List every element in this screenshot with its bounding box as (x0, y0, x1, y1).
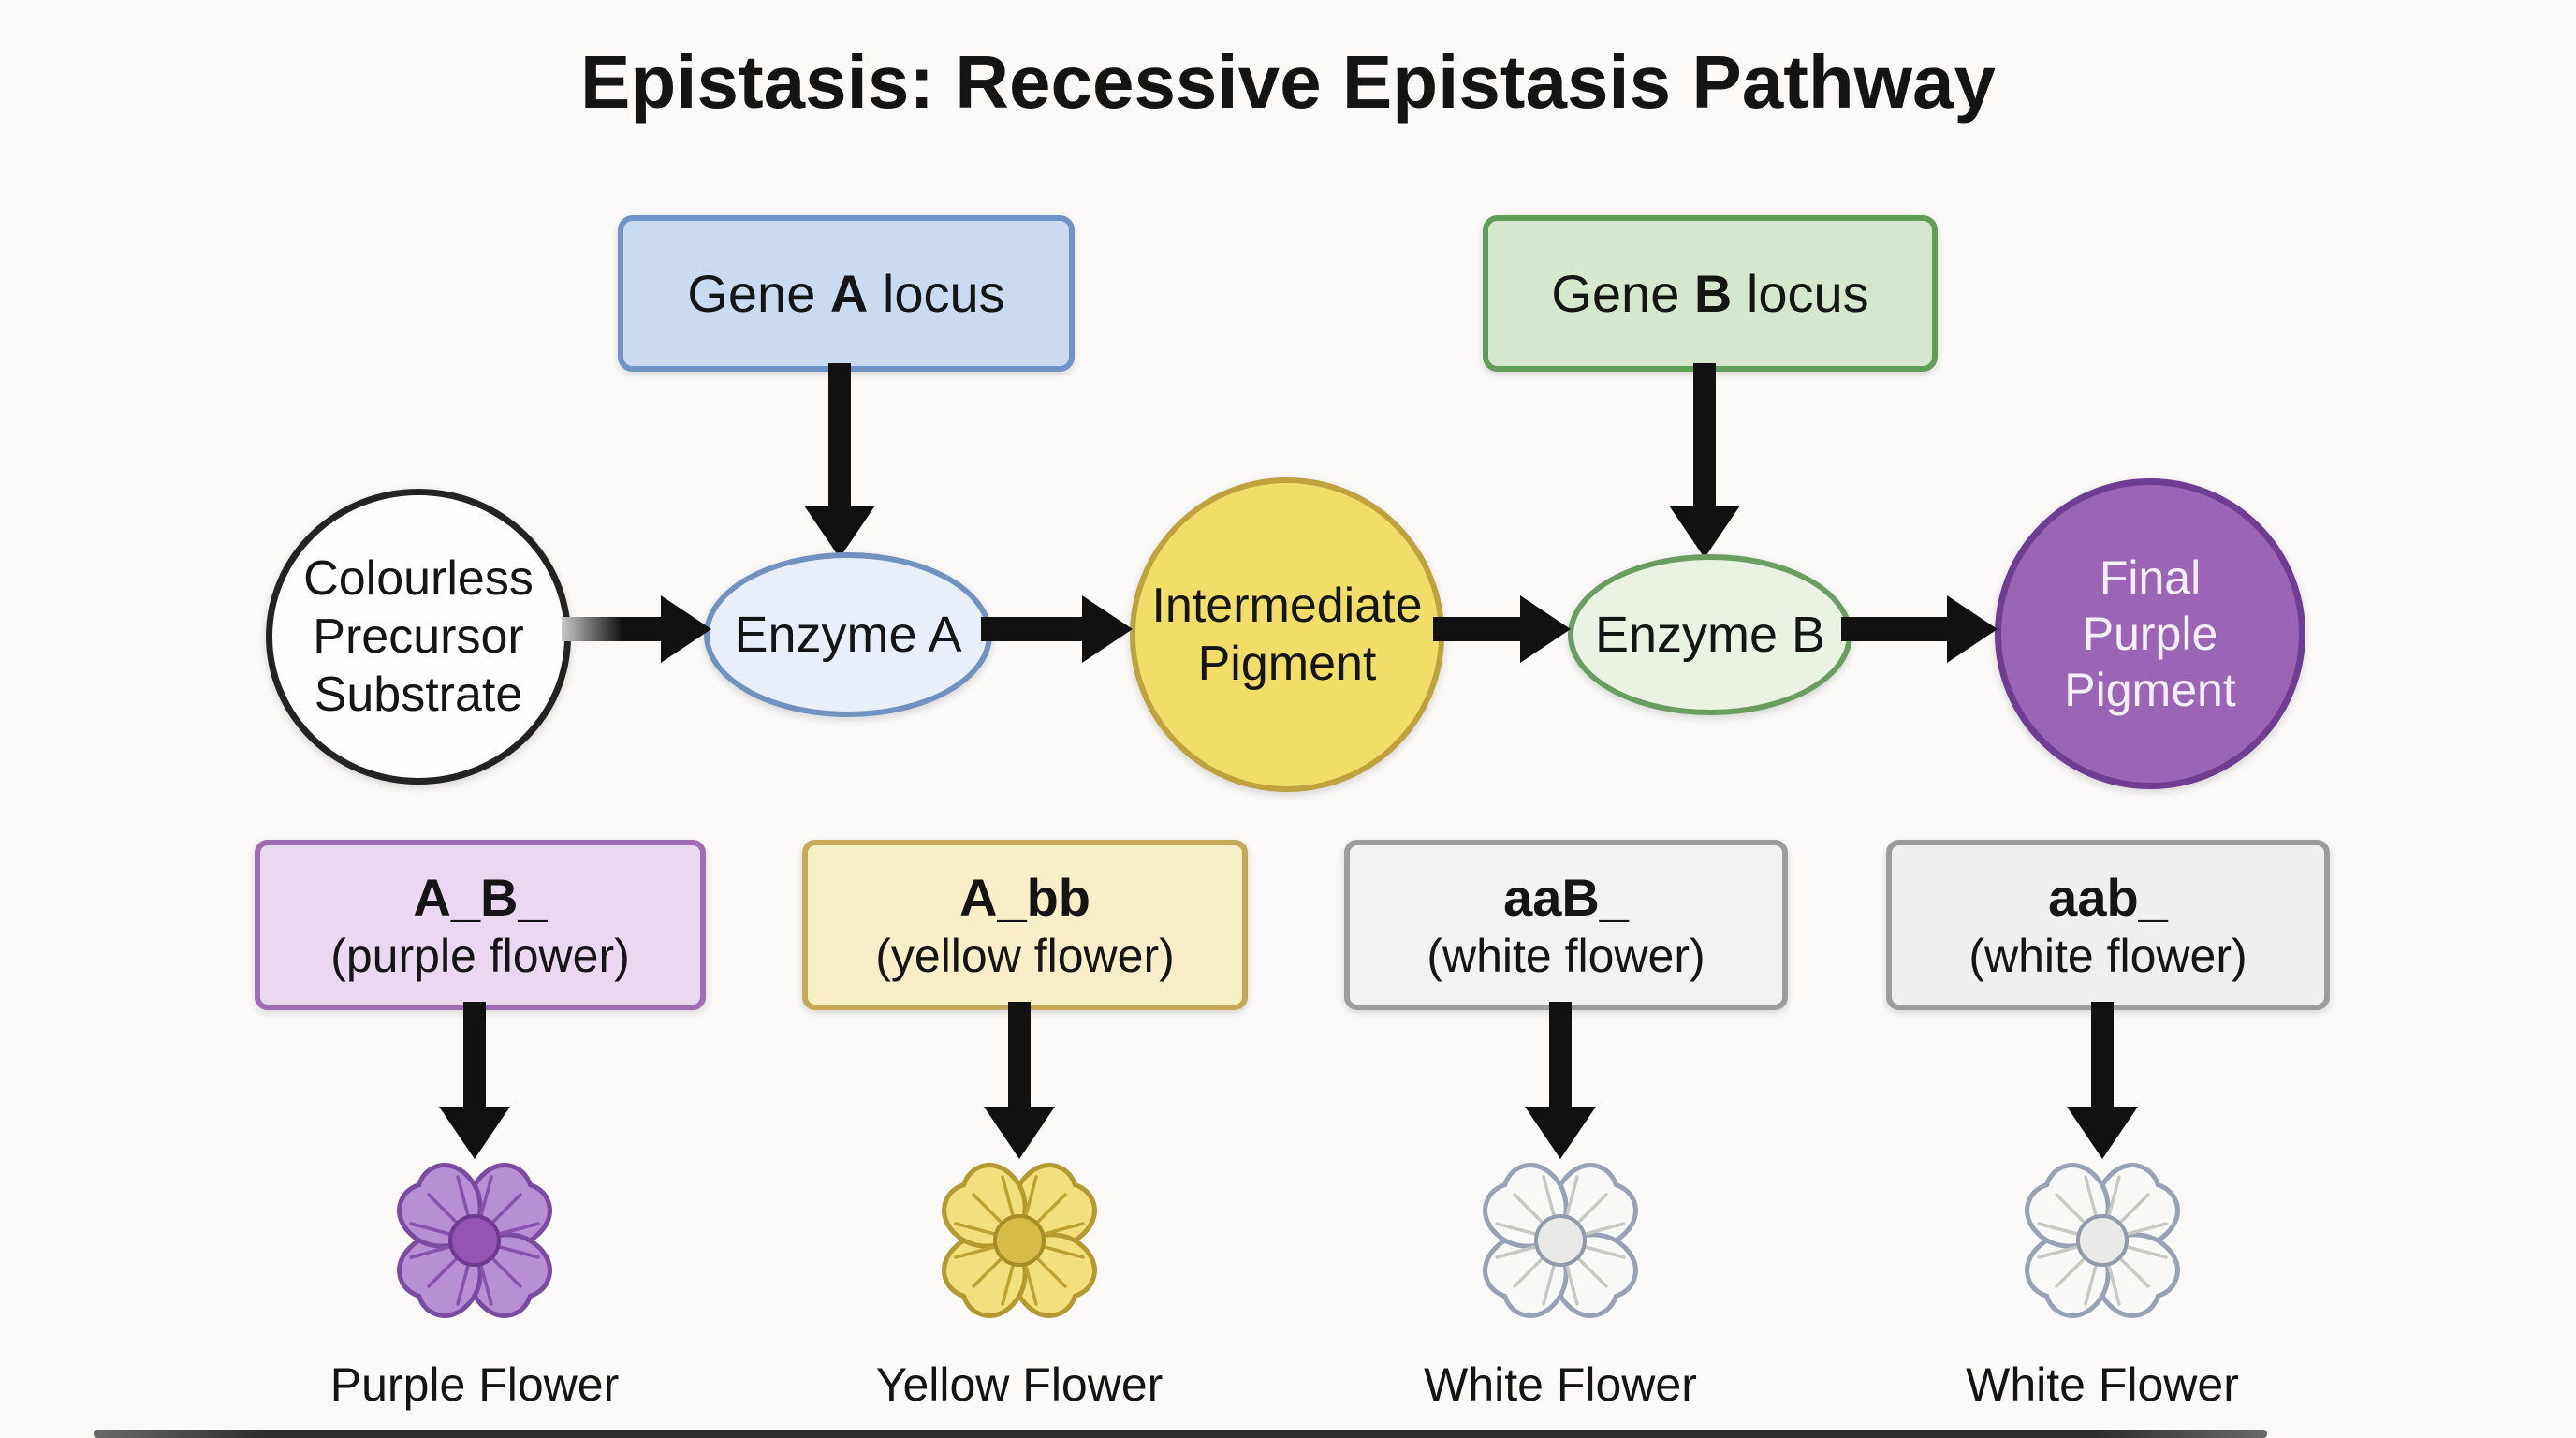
genotype-box-yellow: A_bb (yellow flower) (802, 840, 1248, 1010)
gene-b-label-pre: Gene (1551, 264, 1694, 323)
enzyme-a-node: Enzyme A (704, 552, 992, 717)
flower-label-yellow: Yellow Flower (875, 1358, 1164, 1411)
substrate-line: Colourless (303, 551, 534, 606)
genotype-code: aab_ (2048, 868, 2168, 927)
white-flower-icon-2 (2025, 1163, 2180, 1318)
flower-rays (2037, 1175, 2168, 1306)
flower-rays (1495, 1175, 1626, 1306)
arrow-gene-b-to-enzyme-b-stem (1693, 363, 1716, 506)
arrow-to-white-flower-1-stem (1549, 1002, 1572, 1107)
enzyme-a-label: Enzyme A (734, 607, 962, 663)
flower-label-white-2: White Flower (1966, 1358, 2239, 1411)
bottom-edge-bar (94, 1430, 2267, 1438)
flower-rays (954, 1175, 1085, 1306)
arrow-gene-b-to-enzyme-b-head (1669, 506, 1740, 558)
flower-label-purple: Purple Flower (329, 1358, 620, 1411)
arrow-intermediate-to-enzyme-b-stem (1433, 617, 1522, 641)
enzyme-b-node: Enzyme B (1568, 554, 1852, 715)
gene-a-label-bold: A (829, 264, 869, 323)
arrow-gene-a-to-enzyme-a-head (804, 506, 875, 558)
arrow-to-white-flower-2-head (2067, 1107, 2138, 1159)
genotype-phenotype: (white flower) (1969, 930, 2247, 982)
substrate-line: Substrate (314, 668, 523, 722)
yellow-flower-icon (942, 1163, 1097, 1318)
substrate-line: Precursor (313, 609, 524, 664)
flower-center (2076, 1214, 2129, 1267)
genotype-phenotype: (yellow flower) (875, 930, 1175, 982)
arrow-gene-a-to-enzyme-a-stem (828, 363, 851, 506)
purple-flower-icon (397, 1163, 552, 1318)
flower-label-white-1: White Flower (1424, 1358, 1697, 1411)
genotype-box-purple: A_B_ (purple flower) (255, 840, 706, 1010)
flower-center (448, 1214, 501, 1267)
gene-b-locus-box: Gene B locus (1483, 215, 1938, 372)
arrow-intermediate-to-enzyme-b-head (1520, 595, 1571, 663)
arrow-to-white-flower-1-head (1525, 1107, 1596, 1159)
final-line: Pigment (2064, 664, 2236, 716)
flower-center (1534, 1214, 1587, 1267)
diagram-title: Epistasis: Recessive Epistasis Pathway (580, 40, 1996, 124)
enzyme-b-label: Enzyme B (1594, 607, 1826, 663)
arrow-enzyme-a-to-intermediate-stem (981, 617, 1084, 641)
genotype-box-white-aaB: aaB_ (white flower) (1344, 840, 1788, 1010)
arrow-enzyme-b-to-final-head (1947, 595, 1998, 663)
substrate-node: Colourless Precursor Substrate (266, 489, 571, 785)
genotype-code: aaB_ (1503, 868, 1629, 927)
arrow-to-yellow-flower-head (984, 1107, 1055, 1159)
gene-a-label-post: locus (868, 264, 1005, 323)
gene-b-label-post: locus (1732, 264, 1869, 323)
arrow-substrate-to-enzyme-a-head (661, 595, 711, 663)
arrow-to-purple-flower-stem (463, 1002, 486, 1107)
genotype-phenotype: (white flower) (1427, 930, 1705, 982)
genotype-code: A_bb (959, 868, 1090, 927)
white-flower-icon-1 (1483, 1163, 1638, 1318)
arrow-substrate-to-enzyme-a-stem (562, 617, 663, 641)
flower-rays (409, 1175, 540, 1306)
final-line: Final (2099, 551, 2202, 604)
final-purple-pigment-node: Final Purple Pigment (1995, 478, 2305, 789)
genotype-code: A_B_ (413, 868, 548, 927)
final-line: Purple (2082, 608, 2218, 660)
intermediate-line: Pigment (1197, 637, 1377, 691)
arrow-to-yellow-flower-stem (1008, 1002, 1031, 1107)
intermediate-line: Intermediate (1151, 579, 1423, 633)
genotype-phenotype: (purple flower) (330, 930, 630, 982)
arrow-enzyme-b-to-final-stem (1841, 617, 1949, 641)
arrow-to-white-flower-2-stem (2091, 1002, 2114, 1107)
gene-b-label-bold: B (1693, 264, 1733, 323)
intermediate-pigment-node: Intermediate Pigment (1130, 477, 1444, 792)
arrow-enzyme-a-to-intermediate-head (1082, 595, 1133, 663)
genotype-box-white-aab: aab_ (white flower) (1886, 840, 2330, 1010)
gene-a-label-pre: Gene (687, 264, 830, 323)
arrow-to-purple-flower-head (439, 1107, 510, 1159)
flower-center (993, 1214, 1046, 1267)
gene-a-locus-box: Gene A locus (618, 215, 1075, 372)
